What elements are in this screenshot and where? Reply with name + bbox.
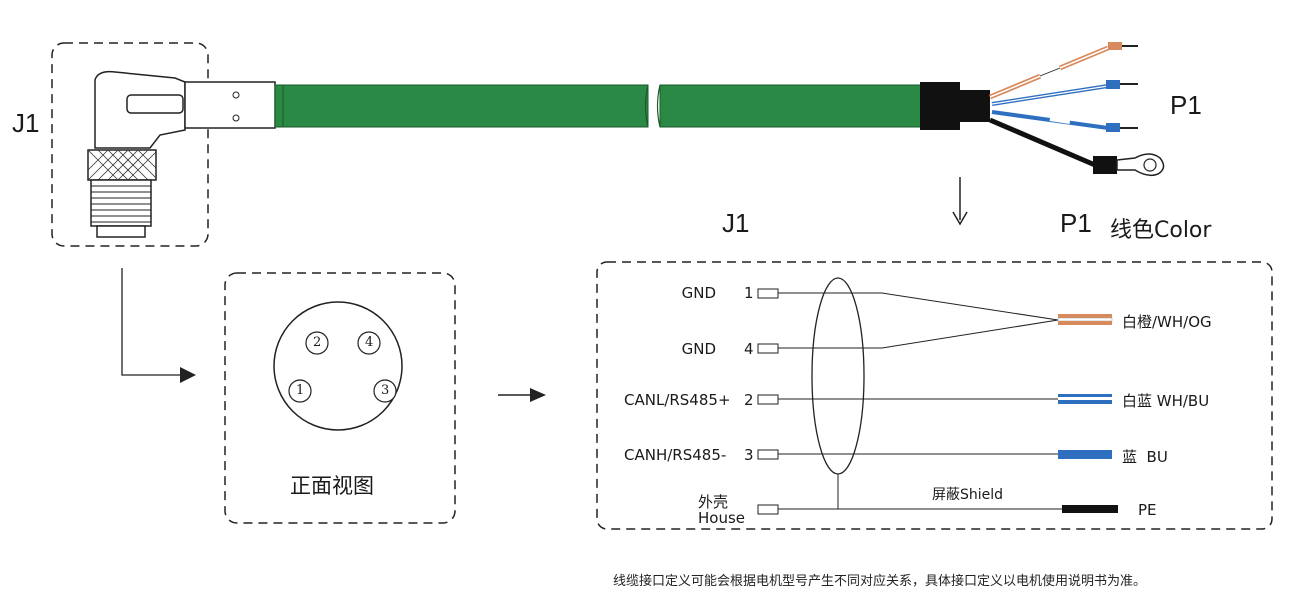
wiring-header-p1: P1 [1060,208,1092,238]
wire-color-label: 白橙/WH/OG [1122,313,1212,331]
housing-label-cn: 外壳 [698,493,729,511]
pin-number: 4 [744,340,754,358]
heat-shrink [920,82,960,130]
pin-4-label: 4 [365,335,374,350]
strain-relief [184,81,276,129]
pin-number: 2 [744,391,754,409]
housing-label-en: House [698,509,746,527]
elbow-arrow [121,268,188,376]
pin-number: 3 [744,446,754,464]
pin-3 [373,379,397,403]
signal-label: GND [681,340,716,358]
wire-color-label: 蓝 BU [1122,448,1168,466]
wiring-header-j1: J1 [722,208,750,238]
j1-dashed-box [51,42,209,247]
pin-number: 1 [744,284,754,302]
wiring-header-color: 线色Color [1110,218,1212,243]
pin-terminals [757,288,779,515]
front-view-caption: 正面视图 [290,474,374,498]
pin-1-label: 1 [296,383,305,398]
green-cable [274,82,990,130]
angled-connector [87,70,276,238]
wire-swatches [1057,314,1118,513]
wire-breakout [989,42,1165,177]
pin-4 [357,331,381,355]
wire-color-label: 白蓝 WH/BU [1122,392,1210,410]
thread [90,179,152,227]
connector-face [273,301,403,431]
pin-circles [288,331,397,403]
pe-label: PE [1138,501,1157,519]
footnote: 线缆接口定义可能会根据电机型号产生不同对应关系，具体接口定义以电机使用说明书为准… [613,574,1147,589]
signal-label: CANH/RS485- [624,446,727,464]
signal-label: CANL/RS485+ [624,391,731,409]
pin-2-label: 2 [313,335,322,350]
j1-label: J1 [12,108,40,138]
shield-ellipse [811,277,865,475]
pin-3-label: 3 [381,383,390,398]
front-view-box [224,272,456,524]
signal-label: GND [681,284,716,302]
pin-2 [305,331,329,355]
wiring-box [596,261,1273,530]
p1-label: P1 [1170,90,1202,120]
pin-1 [288,379,312,403]
signal-lines [778,292,1062,510]
shield-label: 屏蔽Shield [932,487,1004,503]
